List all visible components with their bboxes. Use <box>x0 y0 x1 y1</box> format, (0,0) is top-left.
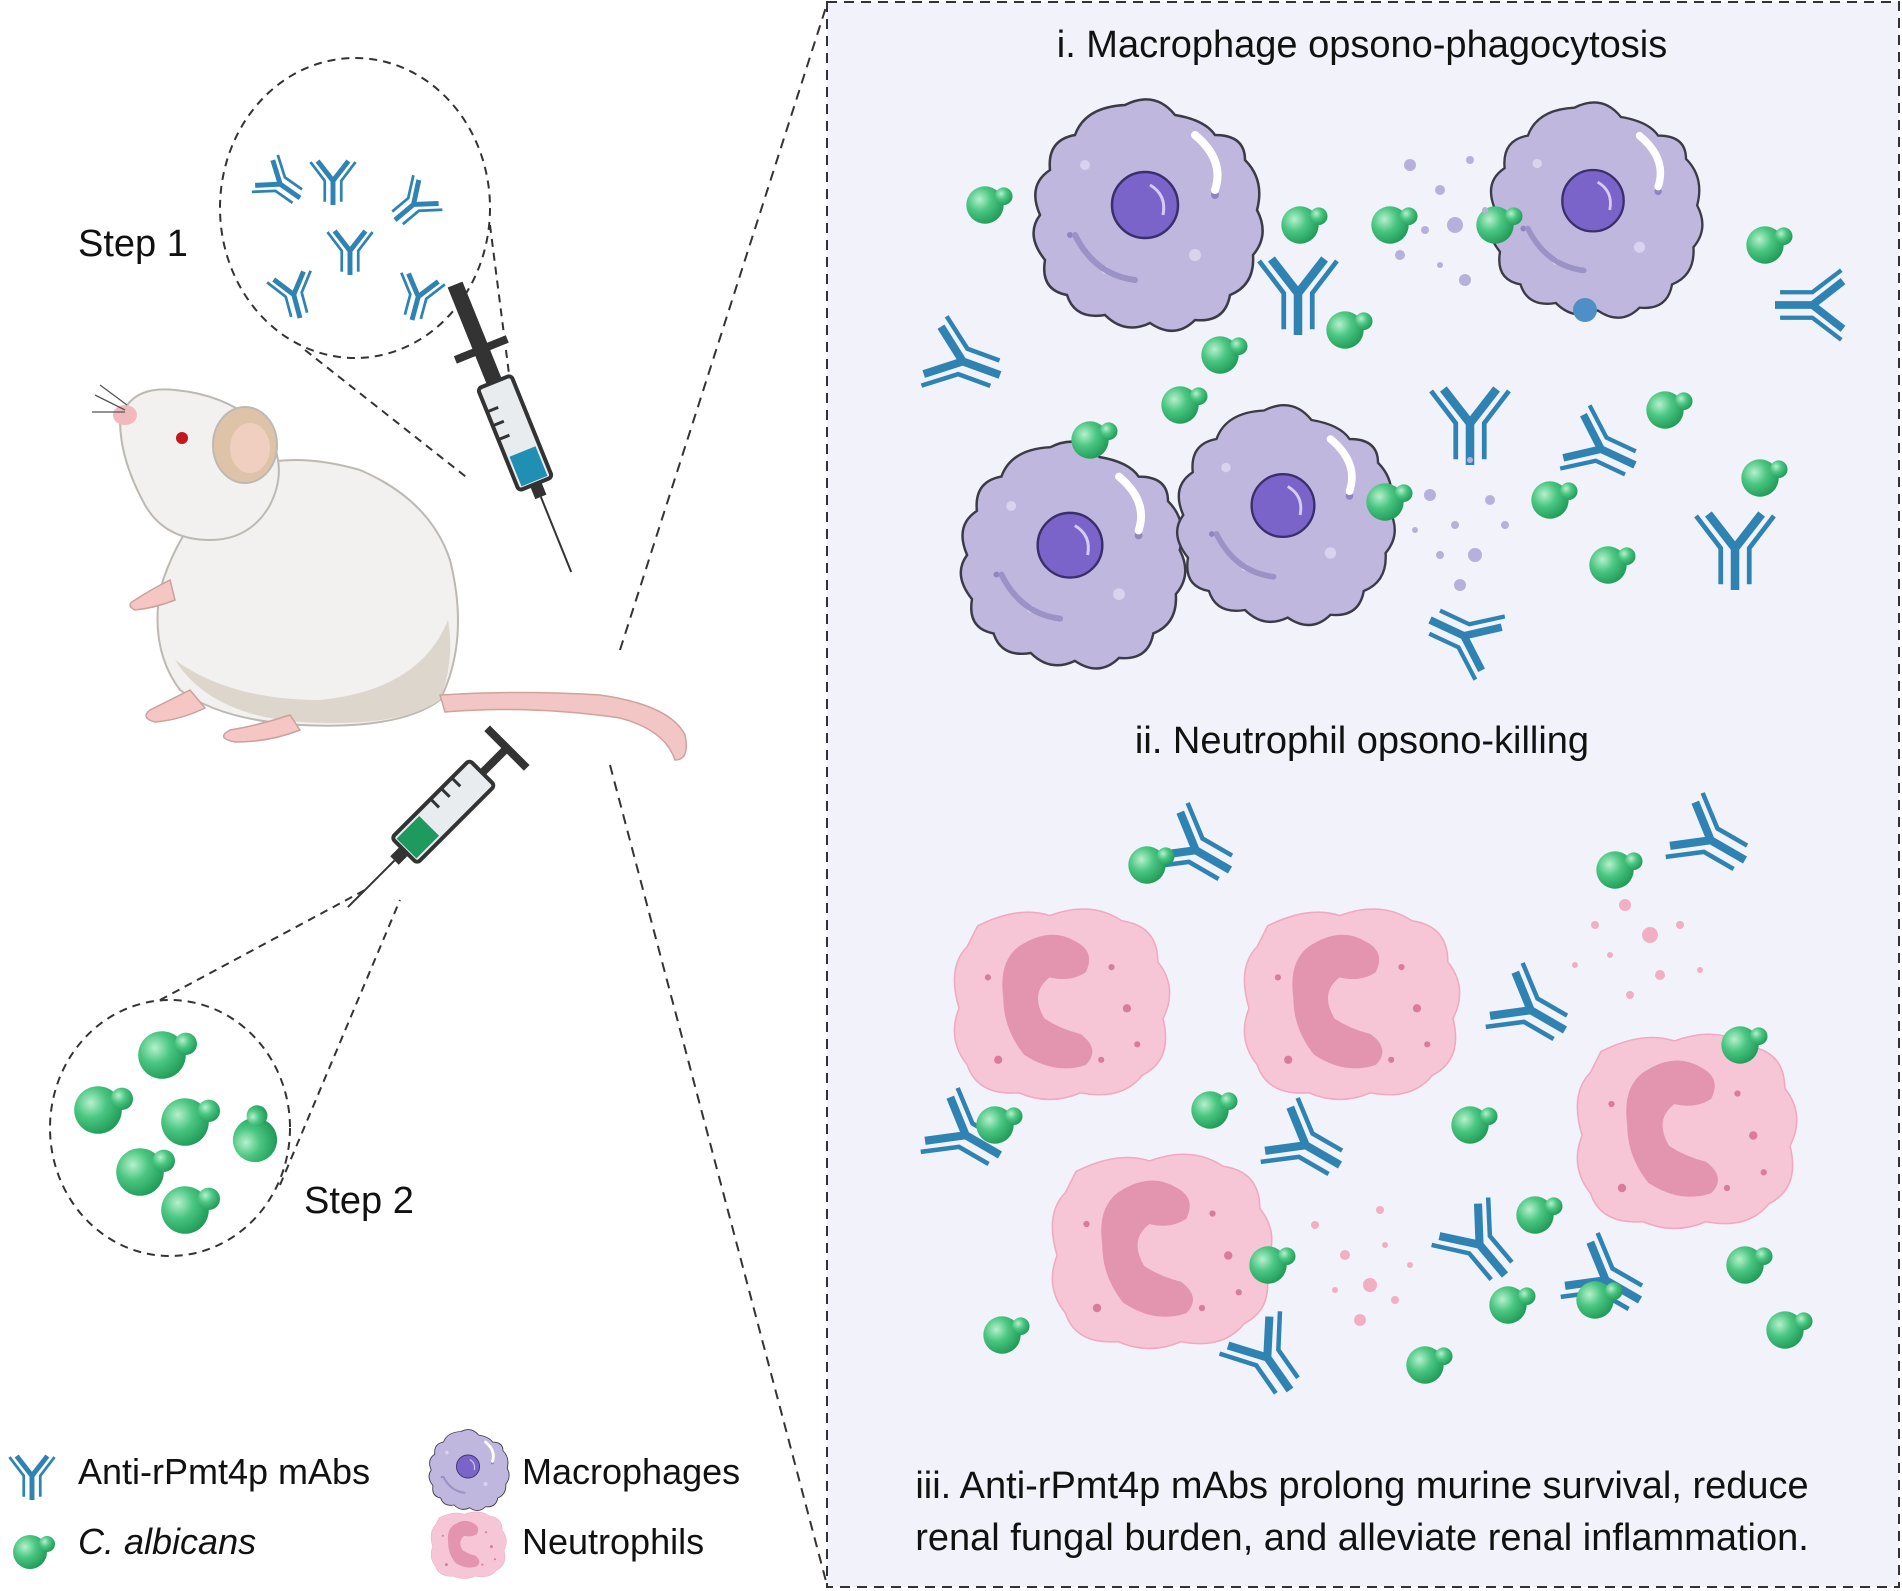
legend-neutrophil-label: Neutrophils <box>522 1521 705 1562</box>
legend-neutrophil-icon <box>430 1511 507 1579</box>
legend-macrophage-label: Macrophages <box>522 1451 741 1492</box>
step1-label: Step 1 <box>78 223 188 265</box>
zoom-line-top <box>619 3 828 651</box>
zoom-line-bottom <box>609 764 828 1586</box>
legend-candida-icon <box>13 1535 55 1569</box>
summary-line-1: iii. Anti-rPmt4p mAbs prolong murine sur… <box>915 1465 1809 1507</box>
summary-text: iii. Anti-rPmt4p mAbs prolong murine sur… <box>915 1460 1809 1565</box>
mouse-icon <box>92 384 687 761</box>
mechanism-panel <box>826 1 1900 1588</box>
section-i-title: i. Macrophage opsono-phagocytosis <box>1056 24 1668 66</box>
section-ii-title: ii. Neutrophil opsono-killing <box>1134 720 1590 762</box>
summary-line-2: renal fungal burden, and alleviate renal… <box>915 1517 1809 1560</box>
legend-candida-label: C. albicans <box>78 1521 257 1562</box>
legend-macrophage-icon <box>427 1428 511 1512</box>
syringe-icon <box>447 281 573 573</box>
legend-antibody-icon <box>9 1456 54 1500</box>
legend-antibody-label: Anti-rPmt4p mAbs <box>78 1451 371 1492</box>
step2-candida-circle <box>49 999 291 1257</box>
step1-antibody-circle <box>219 57 491 359</box>
macrophage-scene <box>920 99 1843 680</box>
syringe-icon <box>347 725 530 908</box>
step2-label: Step 2 <box>304 1180 414 1222</box>
neutrophil-scene <box>919 792 1813 1411</box>
